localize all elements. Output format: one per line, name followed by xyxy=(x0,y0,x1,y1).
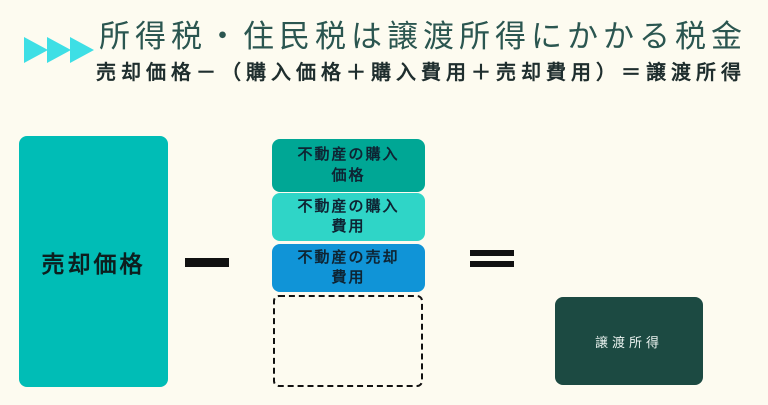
sale-cost-label-line2: 費用 xyxy=(331,269,366,286)
empty-dashed-box xyxy=(273,295,423,387)
purchase-cost-label-line2: 費用 xyxy=(331,218,366,235)
triple-arrow-icon xyxy=(24,37,94,63)
minus-operator xyxy=(185,258,229,267)
sale-price-label: 売却価格 xyxy=(41,250,146,277)
sale-price-box: 売却価格 xyxy=(19,136,168,387)
arrow-right-icon xyxy=(70,37,94,63)
purchase-price-label-line2: 価格 xyxy=(331,166,366,184)
purchase-cost-label-line1: 不動産の購入 xyxy=(297,197,400,215)
minus-bar xyxy=(185,258,229,267)
purchase-price-box: 不動産の購入 価格 xyxy=(272,139,425,192)
equals-operator xyxy=(470,250,514,268)
arrow-right-icon xyxy=(24,37,48,63)
sale-cost-label-line1: 不動産の売却 xyxy=(297,248,400,266)
transfer-income-box: 譲渡所得 xyxy=(555,297,703,385)
transfer-income-label: 譲渡所得 xyxy=(594,334,663,350)
equals-bar-bottom xyxy=(470,261,514,267)
purchase-cost-box: 不動産の購入 費用 xyxy=(272,193,425,241)
arrow-right-icon xyxy=(47,37,71,63)
page-title: 所得税・住民税は譲渡所得にかかる税金 xyxy=(99,19,747,55)
sale-cost-box: 不動産の売却 費用 xyxy=(272,244,425,292)
formula-subtitle: 売却価格－（購入価格＋購入費用＋売却費用）＝譲渡所得 xyxy=(96,62,746,84)
purchase-price-label-line1: 不動産の購入 xyxy=(297,146,400,164)
equals-bar-top xyxy=(470,250,514,256)
